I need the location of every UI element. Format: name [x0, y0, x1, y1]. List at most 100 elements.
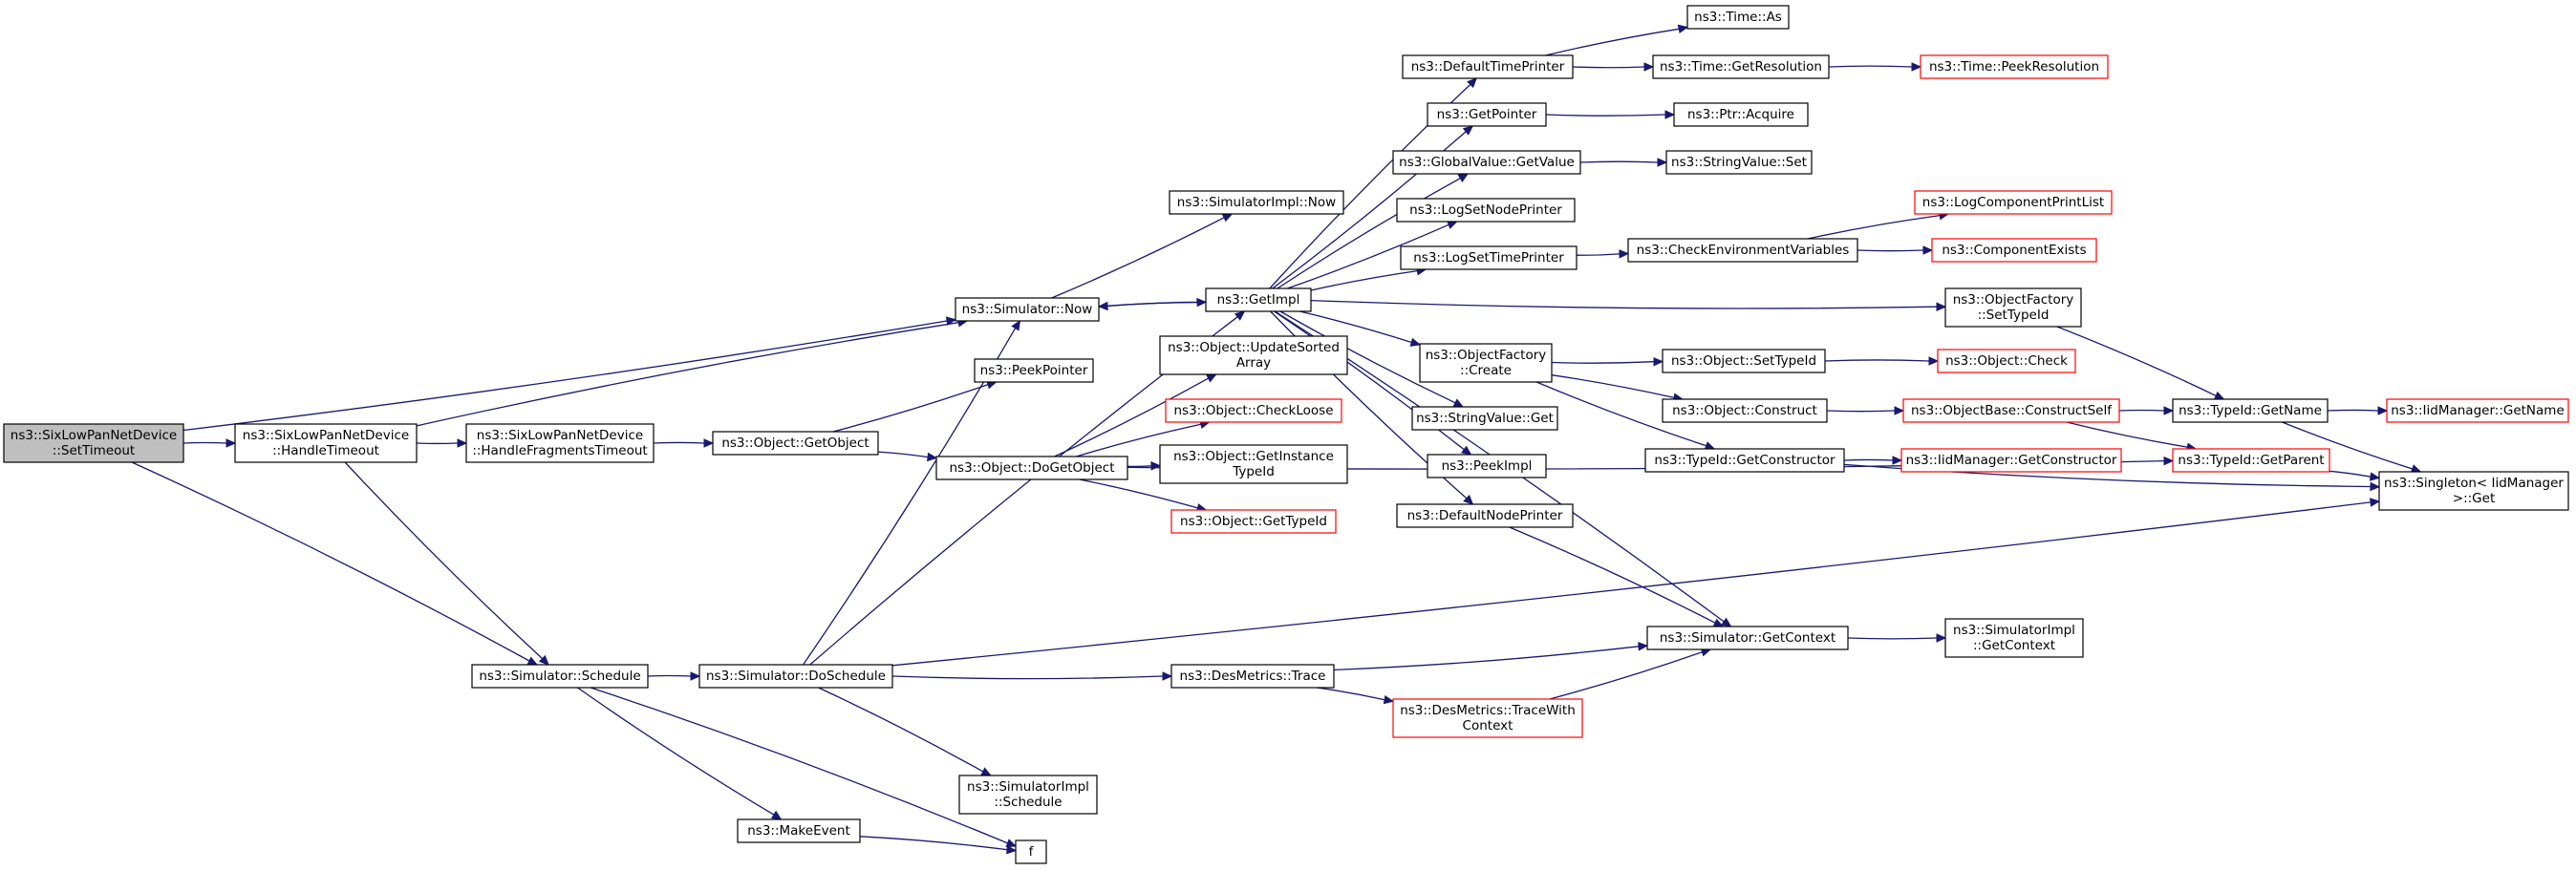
node-ofcreate[interactable]: ns3::ObjectFactory::Create: [1419, 343, 1553, 383]
node-compexists[interactable]: ns3::ComponentExists: [1931, 238, 2097, 263]
node-box[interactable]: [1411, 406, 1558, 431]
node-svget[interactable]: ns3::StringValue::Get: [1411, 406, 1558, 431]
node-box[interactable]: [974, 358, 1094, 383]
node-logsettime[interactable]: ns3::LogSetTimePrinter: [1400, 245, 1578, 270]
node-timepeekres[interactable]: ns3::Time::PeekResolution: [1920, 54, 2109, 79]
node-box[interactable]: [2172, 398, 2329, 423]
node-box[interactable]: [1673, 102, 1809, 127]
node-box[interactable]: [1920, 54, 2109, 79]
node-objsettid[interactable]: ns3::Object::SetTypeId: [1662, 349, 1826, 373]
node-logsetnode[interactable]: ns3::LogSetNodePrinter: [1396, 198, 1576, 223]
node-box[interactable]: [1427, 454, 1547, 478]
node-box[interactable]: [1665, 150, 1813, 175]
node-box[interactable]: [1402, 54, 1574, 79]
node-box[interactable]: [1392, 150, 1581, 175]
node-box[interactable]: [1646, 626, 1849, 650]
node-box[interactable]: [1427, 102, 1547, 127]
node-box[interactable]: [1159, 335, 1348, 375]
node-box[interactable]: [737, 818, 861, 843]
node-box[interactable]: [2386, 398, 2569, 423]
node-box[interactable]: [1170, 509, 1337, 534]
node-iidgetname[interactable]: ns3::IidManager::GetName: [2386, 398, 2569, 423]
node-box[interactable]: [1205, 287, 1312, 312]
node-getcontext[interactable]: ns3::Simulator::GetContext: [1646, 626, 1849, 650]
node-ht[interactable]: ns3::SixLowPanNetDevice::HandleTimeout: [234, 423, 418, 463]
node-box[interactable]: [1396, 503, 1574, 528]
node-getimpl[interactable]: ns3::GetImpl: [1205, 287, 1312, 312]
node-tidgetname[interactable]: ns3::TypeId::GetName: [2172, 398, 2329, 423]
node-box[interactable]: [1396, 198, 1576, 223]
node-box[interactable]: [712, 431, 879, 456]
node-f[interactable]: f: [1015, 839, 1047, 864]
node-box[interactable]: [1627, 238, 1858, 263]
node-box[interactable]: [465, 423, 655, 463]
node-box[interactable]: [1944, 287, 2082, 328]
node-box[interactable]: [2172, 448, 2330, 473]
node-box[interactable]: [1419, 343, 1553, 383]
node-box[interactable]: [1169, 190, 1344, 215]
node-peekimpl[interactable]: ns3::PeekImpl: [1427, 454, 1547, 478]
node-obconstructself[interactable]: ns3::ObjectBase::ConstructSelf: [1902, 398, 2120, 423]
node-box[interactable]: [1159, 444, 1348, 484]
node-getpointer[interactable]: ns3::GetPointer: [1427, 102, 1547, 127]
node-box[interactable]: [958, 775, 1098, 815]
node-now[interactable]: ns3::Simulator::Now: [955, 297, 1100, 322]
node-svset[interactable]: ns3::StringValue::Set: [1665, 150, 1813, 175]
node-box[interactable]: [3, 423, 184, 463]
node-dogetobj[interactable]: ns3::Object::DoGetObject: [935, 456, 1128, 480]
node-makeevent[interactable]: ns3::MakeEvent: [737, 818, 861, 843]
node-box[interactable]: [955, 297, 1100, 322]
node-defnodeprinter[interactable]: ns3::DefaultNodePrinter: [1396, 503, 1574, 528]
node-objconstruct[interactable]: ns3::Object::Construct: [1662, 398, 1828, 423]
node-iidgetctor[interactable]: ns3::IidManager::GetConstructor: [1900, 448, 2122, 473]
node-simimplsched[interactable]: ns3::SimulatorImpl::Schedule: [958, 775, 1098, 815]
node-box[interactable]: [1015, 839, 1047, 864]
node-destrace[interactable]: ns3::DesMetrics::Trace: [1170, 664, 1335, 689]
node-gettypeid[interactable]: ns3::Object::GetTypeId: [1170, 509, 1337, 534]
node-box[interactable]: [1662, 398, 1828, 423]
node-logcomplist[interactable]: ns3::LogComponentPrintList: [1914, 190, 2113, 215]
node-deftimeprinter[interactable]: ns3::DefaultTimePrinter: [1402, 54, 1574, 79]
node-ofsettid[interactable]: ns3::ObjectFactory::SetTypeId: [1944, 287, 2082, 328]
node-tidgetparent[interactable]: ns3::TypeId::GetParent: [2172, 448, 2330, 473]
node-box[interactable]: [1902, 398, 2120, 423]
node-hft[interactable]: ns3::SixLowPanNetDevice::HandleFragments…: [465, 423, 655, 463]
node-getobj[interactable]: ns3::Object::GetObject: [712, 431, 879, 456]
node-singletonget[interactable]: ns3::Singleton< IidManager >::Get: [2378, 471, 2569, 511]
node-box[interactable]: [234, 423, 418, 463]
node-box[interactable]: [1944, 618, 2084, 658]
node-box[interactable]: [1392, 698, 1583, 738]
node-box[interactable]: [935, 456, 1128, 480]
node-ptracquire[interactable]: ns3::Ptr::Acquire: [1673, 102, 1809, 127]
node-box[interactable]: [1662, 349, 1826, 373]
node-box[interactable]: [1937, 349, 2076, 373]
node-box[interactable]: [1170, 664, 1335, 689]
node-box[interactable]: [1686, 5, 1790, 30]
node-start[interactable]: ns3::SixLowPanNetDevice::SetTimeout: [3, 423, 184, 463]
node-timeas[interactable]: ns3::Time::As: [1686, 5, 1790, 30]
node-checkenv[interactable]: ns3::CheckEnvironmentVariables: [1627, 238, 1858, 263]
node-box[interactable]: [1914, 190, 2113, 215]
node-timegetres[interactable]: ns3::Time::GetResolution: [1652, 54, 1830, 79]
node-box[interactable]: [698, 664, 893, 689]
node-box[interactable]: [1652, 54, 1830, 79]
node-gvgetvalue[interactable]: ns3::GlobalValue::GetValue: [1392, 150, 1581, 175]
node-simimplgetctx[interactable]: ns3::SimulatorImpl::GetContext: [1944, 618, 2084, 658]
node-schedule[interactable]: ns3::Simulator::Schedule: [471, 664, 649, 689]
node-box[interactable]: [1644, 448, 1845, 473]
node-box[interactable]: [471, 664, 649, 689]
node-box[interactable]: [1931, 238, 2097, 263]
node-box[interactable]: [1900, 448, 2122, 473]
node-box[interactable]: [1400, 245, 1578, 270]
node-objcheck[interactable]: ns3::Object::Check: [1937, 349, 2076, 373]
node-checkloose[interactable]: ns3::Object::CheckLoose: [1165, 398, 1342, 423]
node-doschedule[interactable]: ns3::Simulator::DoSchedule: [698, 664, 893, 689]
node-box[interactable]: [2378, 471, 2569, 511]
node-tidgetctor[interactable]: ns3::TypeId::GetConstructor: [1644, 448, 1845, 473]
node-peekptr[interactable]: ns3::PeekPointer: [974, 358, 1094, 383]
node-box[interactable]: [1165, 398, 1342, 423]
node-simimplnow[interactable]: ns3::SimulatorImpl::Now: [1169, 190, 1344, 215]
